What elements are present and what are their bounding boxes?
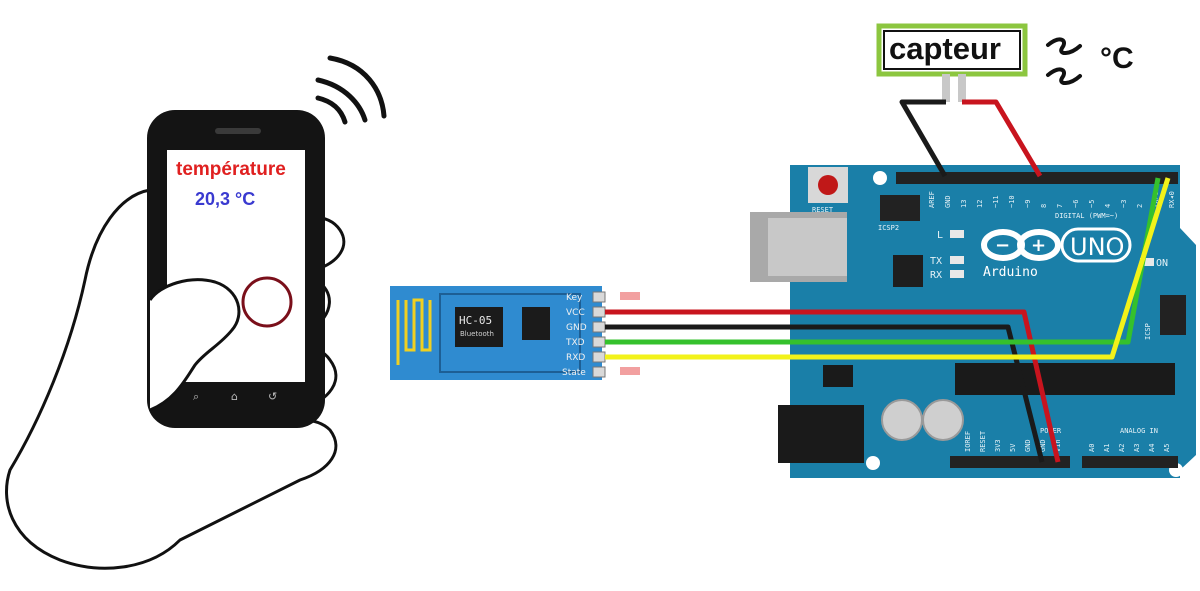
heat-wave-icon	[1046, 37, 1082, 85]
home-icon: ⌂	[231, 390, 238, 403]
module-sub: Bluetooth	[460, 330, 494, 338]
module-pins: Key VCC GND TXD RXD State	[562, 291, 640, 378]
power-pin-label-4: GND	[1024, 439, 1032, 452]
top-pin-label-8: 7	[1056, 204, 1064, 208]
phone-title: température	[176, 159, 286, 180]
analog-pin-label-0: A0	[1088, 444, 1096, 452]
back-icon: ↺	[268, 390, 277, 403]
top-pin-label-3: 12	[976, 200, 984, 208]
analog-label: ANALOG IN	[1120, 427, 1158, 435]
wire-sensor-gnd	[899, 99, 948, 178]
arduino-logo	[981, 229, 1061, 261]
search-icon: ⌕	[193, 390, 199, 403]
sensor-label: capteur	[889, 31, 1001, 66]
power-pin-labels: IOREF RESET 3V3 5V GND GND Vin	[964, 430, 1062, 452]
icsp2-label: ICSP2	[878, 224, 899, 232]
analog-pin-label-5: A5	[1163, 444, 1171, 452]
led-l-label: L	[937, 230, 943, 241]
pin-key-stub	[620, 292, 640, 300]
power-pin-label-1: RESET	[979, 430, 987, 452]
digital-header	[896, 172, 1178, 184]
top-pin-label-4: ~11	[992, 195, 1000, 208]
capacitor-2	[922, 399, 964, 441]
temperature-sensor: capteur °C	[876, 23, 1134, 102]
hc05-module: HC-05 Bluetooth Key VCC GND TXD RXD Stat…	[390, 286, 640, 380]
board-pcb	[790, 165, 1196, 478]
reset-label: RESET	[812, 206, 834, 214]
atmega-chip	[955, 363, 1175, 395]
pin-state: State	[562, 368, 586, 378]
module-chip	[455, 307, 503, 347]
usb-chip	[893, 255, 923, 287]
pin-vcc: VCC	[566, 308, 585, 318]
icsp-label: ICSP	[1144, 323, 1152, 340]
analog-pin-label-2: A2	[1118, 444, 1126, 452]
module-chip-2	[522, 307, 550, 340]
top-pin-label-10: ~5	[1088, 200, 1096, 208]
top-pin-label-1: GND	[944, 195, 952, 208]
sensor-box	[876, 23, 1028, 77]
module-name: HC-05	[459, 314, 492, 327]
temperature-value: 20,3 °C	[195, 189, 255, 209]
top-pin-label-11: 4	[1104, 204, 1112, 208]
wires	[605, 99, 1171, 463]
top-pin-label-15: RX◂0	[1168, 191, 1176, 208]
uno-badge	[1060, 227, 1132, 263]
power-pin-label-5: GND	[1039, 439, 1047, 452]
wire-gnd	[605, 324, 1045, 463]
analog-pin-labels: A0 A1 A2 A3 A4 A5	[1088, 444, 1171, 452]
antenna-trace	[396, 298, 432, 365]
pin-key: Key	[566, 293, 583, 303]
top-pin-label-5: ~10	[1008, 195, 1016, 208]
wire-txd	[605, 177, 1161, 345]
top-pin-label-12: ~3	[1120, 200, 1128, 208]
phone-speaker	[215, 128, 261, 134]
power-pin-label-3: 5V	[1009, 443, 1017, 452]
hand-holding-phone: ⌕ ⌂ ↺ température 20,3 °C	[5, 55, 387, 570]
top-pin-label-2: 13	[960, 200, 968, 208]
capacitor-1	[881, 399, 923, 441]
top-pin-label-9: ~6	[1072, 200, 1080, 208]
touch-target-ring	[241, 276, 293, 328]
svg-text:−: −	[995, 235, 1010, 256]
wire-vcc	[605, 309, 1061, 463]
power-pin-label-2: 3V3	[994, 439, 1002, 452]
top-pin-label-0: AREF	[928, 191, 936, 208]
led-rx-label: RX	[930, 270, 942, 281]
analog-pin-label-4: A4	[1148, 444, 1156, 452]
top-pin-label-6: ~9	[1024, 200, 1032, 208]
power-jack	[778, 405, 864, 463]
thumb	[148, 278, 241, 412]
analog-pin-label-1: A1	[1103, 444, 1111, 452]
analog-header	[1082, 456, 1178, 468]
sensor-unit: °C	[1100, 42, 1134, 75]
analog-pin-label-3: A3	[1133, 444, 1141, 452]
pin-gnd: GND	[566, 323, 587, 333]
wire-rxd	[605, 177, 1171, 360]
top-pin-label-13: 2	[1136, 204, 1144, 208]
power-header	[950, 456, 1070, 468]
wire-sensor-signal	[962, 99, 1043, 178]
pin-rxd: RXD	[566, 353, 585, 363]
brand-label: Arduino	[983, 265, 1038, 280]
led-tx-label: TX	[930, 256, 942, 267]
power-pin-label-6: Vin	[1054, 439, 1062, 452]
small-ic	[823, 365, 853, 387]
pin-txd: TXD	[565, 338, 585, 348]
wireless-signal-icon	[315, 55, 387, 125]
top-pin-label-7: 8	[1040, 204, 1048, 208]
svg-text:+: +	[1031, 235, 1046, 256]
digital-label: DIGITAL (PWM=~)	[1055, 212, 1118, 220]
pin-state-stub	[620, 367, 640, 375]
power-pin-label-0: IOREF	[964, 431, 972, 452]
on-label: ON	[1156, 258, 1168, 269]
icsp-header	[1160, 295, 1186, 335]
model-label: UNO	[1070, 233, 1124, 261]
icsp2-header	[880, 195, 920, 221]
